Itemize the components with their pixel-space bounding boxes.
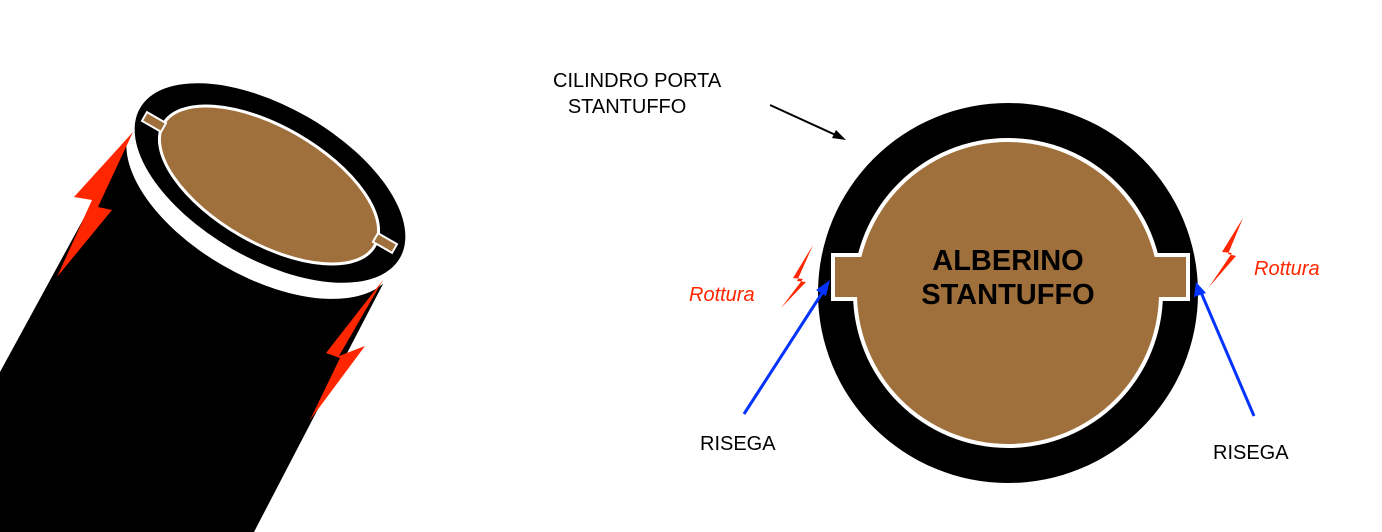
step-label-left: RISEGA — [700, 433, 776, 455]
cylinder-pointer-arrow — [769, 104, 841, 138]
break-label-right: Rottura — [1254, 258, 1320, 280]
arrowhead — [832, 130, 846, 140]
label-line: STANTUFFO — [921, 279, 1095, 311]
shaft-label: ALBERINO STANTUFFO — [908, 244, 1108, 312]
break-bolt-icon — [781, 245, 813, 308]
step-arrow-right — [1198, 289, 1256, 417]
break-bolt-icon — [310, 280, 383, 420]
cylinder-perspective-view — [0, 83, 406, 532]
step-arrow-left — [742, 286, 828, 415]
step-tab-left — [140, 110, 168, 134]
step-tabs — [835, 257, 1186, 297]
break-bolt-icon — [1209, 218, 1243, 287]
break-label-left: Rottura — [689, 284, 755, 306]
step-tab-right — [371, 231, 399, 255]
arrowhead — [816, 280, 830, 296]
label-line: ALBERINO — [932, 245, 1084, 277]
step-label-right: RISEGA — [1213, 442, 1289, 464]
cross-section-view — [742, 103, 1256, 483]
label-line: STANTUFFO — [567, 96, 687, 118]
arrowhead — [1194, 282, 1206, 297]
label-line: CILINDRO PORTA — [553, 70, 722, 92]
cylinder-label: CILINDRO PORTA STANTUFFO — [553, 68, 721, 120]
break-bolt-icon — [57, 132, 133, 277]
